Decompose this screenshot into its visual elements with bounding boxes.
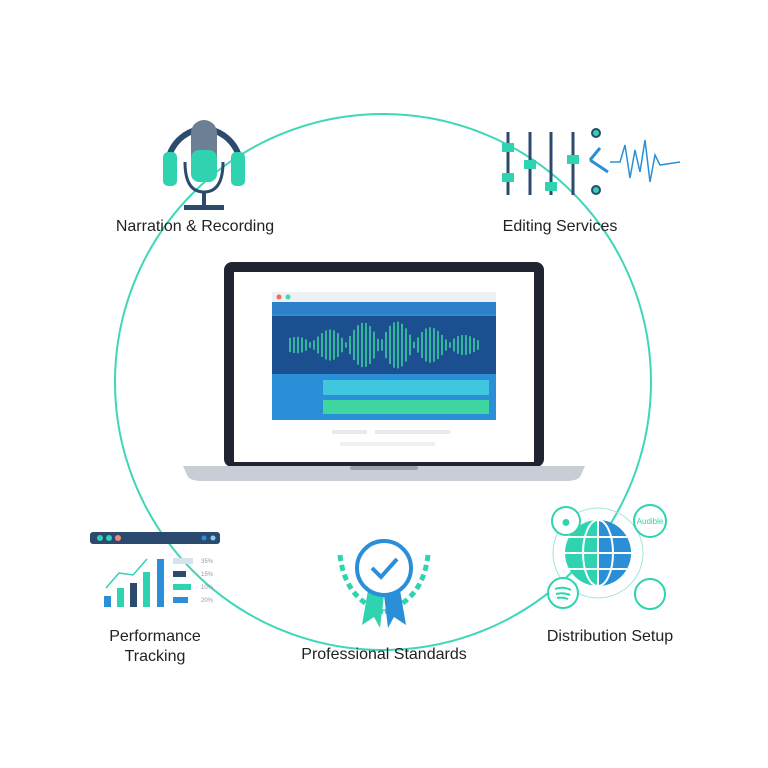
mixer-sliders-icon [502,128,681,195]
legend-value: 15% [201,572,214,578]
legend-value: 20% [201,598,214,604]
label-professional-standards: Professional Standards [301,646,467,663]
label-editing-services: Editing Services [502,218,618,235]
label-line: Performance [109,628,201,645]
label-narration-recording: Narration & Recording [115,218,275,235]
apple-icon: ● [561,514,571,531]
quality-badge-icon [337,539,431,628]
distribution-globe-icon: ● Audible [547,504,667,610]
legend-value: 10% [201,585,214,591]
legend-value: 35% [201,559,214,565]
label-distribution-setup: Distribution Setup [546,628,674,645]
spotify-icon [554,586,572,600]
audio-waveform [289,321,479,369]
label-line: Tracking [124,648,186,665]
microphone-headphones-icon [163,120,245,210]
performance-chart-icon: 35% 15% 10% 20% [90,532,220,607]
cycle-ring [114,113,652,651]
audible-logo: Audible [637,517,664,526]
laptop-illustration [183,262,585,481]
